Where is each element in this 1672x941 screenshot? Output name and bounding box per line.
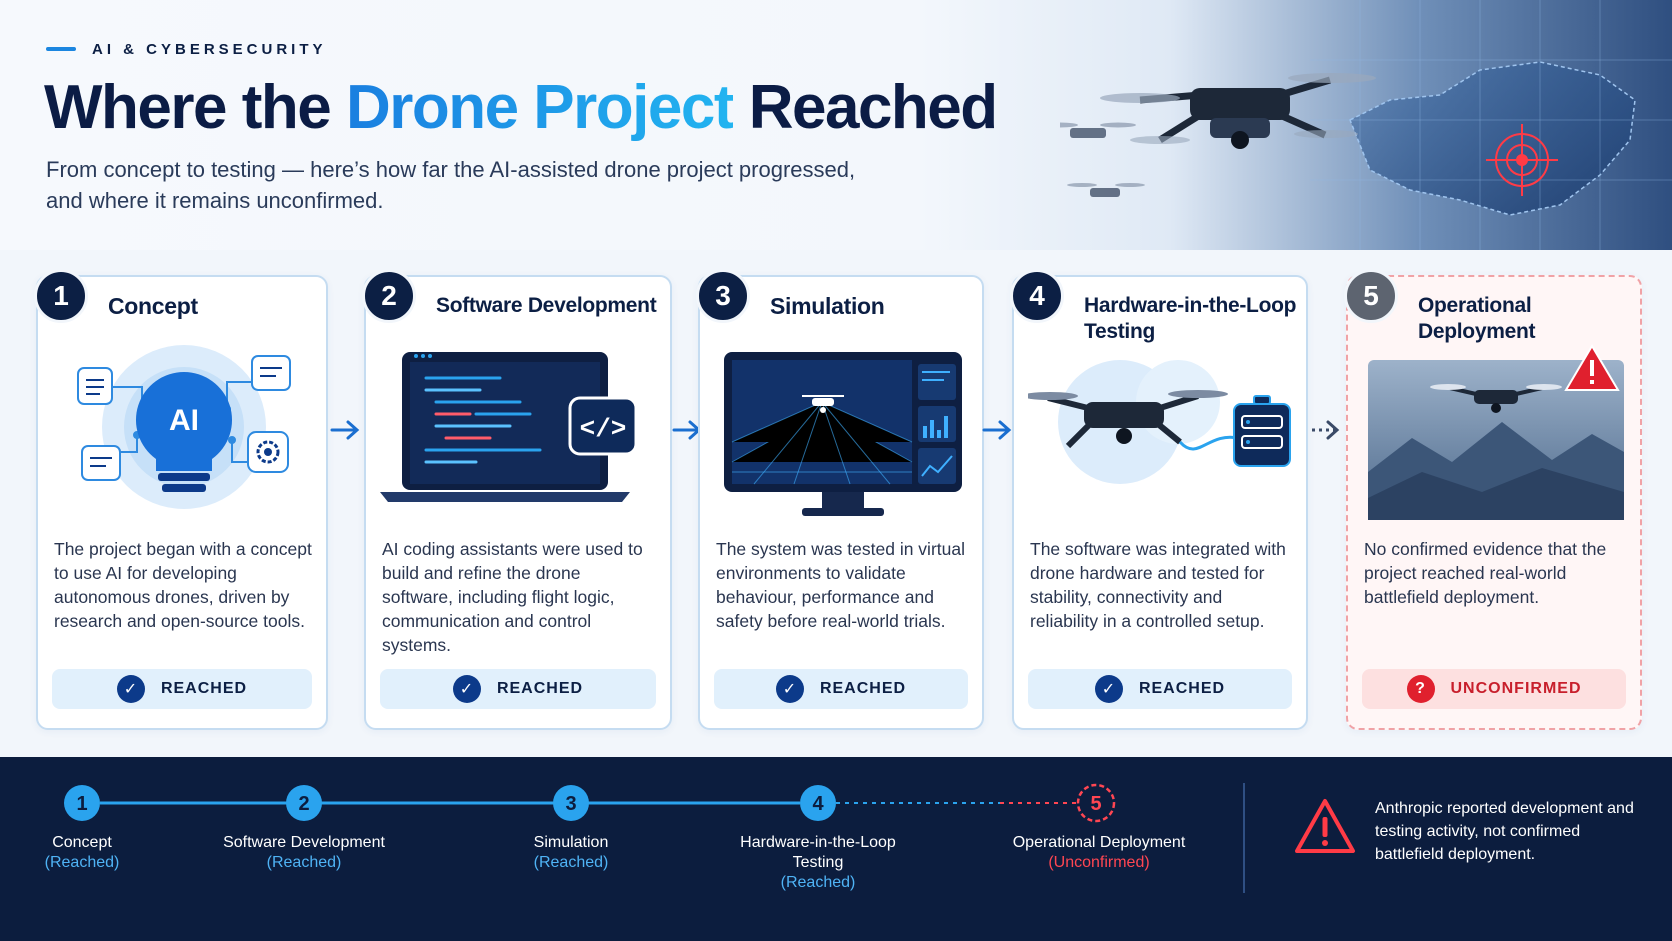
- status-label: REACHED: [160, 680, 248, 697]
- timeline-label-concept: Concept (Reached): [44, 834, 120, 871]
- stage-title: Simulation: [770, 293, 885, 319]
- timeline-node: 2: [286, 785, 322, 821]
- arrow-right-icon: [330, 420, 360, 440]
- timeline-node: 1: [64, 785, 100, 821]
- laptop-code-illustration: </>: [380, 352, 638, 502]
- timeline-node: 4: [800, 785, 836, 821]
- timeline-label-operational-deployment: Operational Deployment (Unconfirmed): [1012, 834, 1186, 871]
- status-badge: ? UNCONFIRMED: [1362, 669, 1626, 709]
- page-title: Where the Drone Project Reached: [44, 72, 998, 143]
- status-label: UNCONFIRMED: [1450, 680, 1582, 697]
- title-pre: Where the: [44, 73, 346, 142]
- eyebrow-bar: [46, 47, 76, 51]
- stage-number-badge: 3: [696, 269, 750, 323]
- small-drone-icon: [1067, 183, 1145, 197]
- arrow-right-icon: [982, 420, 1012, 440]
- eyebrow-text: AI & CYBERSECURITY: [92, 40, 327, 58]
- stage-title: Concept: [108, 293, 198, 319]
- drone-icon: [1028, 390, 1228, 449]
- status-label: REACHED: [1138, 680, 1226, 697]
- stage-title: Hardware-in-the-Loop Testing: [1084, 294, 1297, 343]
- timeline-label-simulation: Simulation (Reached): [533, 834, 609, 871]
- deployment-landscape-illustration: [1368, 344, 1624, 520]
- chat-icon: [251, 355, 291, 391]
- band-divider: [1243, 783, 1245, 893]
- stage-number-badge: 2: [362, 269, 416, 323]
- warning-triangle-icon: [1564, 344, 1620, 391]
- stage-card-software-development: 2 Software Development </> AI coding ass…: [362, 269, 672, 730]
- ai-label: AI: [169, 404, 199, 437]
- status-badge: ✓ REACHED: [52, 669, 312, 709]
- stage-card-operational-deployment: 5 Operational Deployment No confirmed ev…: [1344, 269, 1642, 730]
- timeline-label-software-development: Software Development (Reached): [223, 834, 385, 871]
- svg-text:2: 2: [298, 793, 309, 815]
- drone-map-illustration: [1060, 0, 1672, 250]
- stage-title: Software Development: [436, 294, 657, 317]
- stage-description: The software was integrated with drone h…: [1030, 539, 1286, 631]
- server-icon: [1233, 395, 1291, 467]
- timeline-band: 1 2 3 4 5 Concept (Reached) Software Dev…: [0, 757, 1672, 941]
- ai-lightbulb-illustration: AI: [77, 345, 291, 509]
- drone-hardware-illustration: [1028, 360, 1291, 484]
- code-icon: </>: [580, 414, 627, 444]
- svg-text:5: 5: [1090, 793, 1101, 815]
- check-circle-icon: ✓: [452, 675, 481, 703]
- timeline-label-hardware-in-the-loop: Hardware-in-the-Loop Testing (Reached): [740, 834, 896, 891]
- timeline-track: 1 2 3 4 5: [64, 783, 1116, 823]
- page-subtitle: From concept to testing — here’s how far…: [46, 154, 946, 216]
- stage-card-hardware-in-the-loop: 4 Hardware-in-the-Loop Testing The softw…: [1010, 269, 1308, 730]
- subtitle-line-1: From concept to testing — here’s how far…: [46, 157, 856, 182]
- stage-description: The project began with a concept to use …: [54, 539, 312, 631]
- stage-number-badge: 4: [1010, 269, 1064, 323]
- stage-card-simulation: 3 Simulation The system was tested in vi…: [696, 269, 984, 730]
- stage-title: Operational Deployment: [1418, 294, 1536, 343]
- stage-description: The system was tested in virtual environ…: [716, 539, 965, 631]
- warning-triangle-icon: [1295, 799, 1355, 853]
- check-circle-icon: ✓: [116, 675, 145, 703]
- subtitle-line-2: and where it remains unconfirmed.: [46, 188, 384, 213]
- stage-card-concept: 1 Concept AI The project began with a co…: [34, 269, 328, 730]
- disclaimer-note: Anthropic reported development and testi…: [1375, 800, 1634, 863]
- drone-icon: [1100, 73, 1376, 149]
- eyebrow: AI & CYBERSECURITY: [46, 40, 327, 58]
- status-badge: ✓ REACHED: [380, 669, 656, 709]
- drone-icon: [802, 395, 844, 413]
- status-badge: ✓ REACHED: [714, 669, 968, 709]
- dotted-arrow-right-icon: [1312, 420, 1340, 440]
- simulation-monitor-illustration: [724, 352, 962, 516]
- svg-text:1: 1: [76, 793, 87, 815]
- small-drone-icon: [1060, 122, 1136, 138]
- timeline-node: 5: [1076, 783, 1116, 823]
- status-label: REACHED: [819, 680, 907, 697]
- title-post: Reached: [732, 73, 998, 142]
- stage-number-badge: 1: [34, 269, 88, 323]
- timeline-node: 3: [553, 785, 589, 821]
- stage-description: AI coding assistants were used to build …: [382, 539, 643, 655]
- svg-text:3: 3: [565, 793, 576, 815]
- check-circle-icon: ✓: [775, 675, 804, 703]
- status-label: REACHED: [496, 680, 584, 697]
- svg-text:4: 4: [812, 793, 824, 815]
- check-circle-icon: ✓: [1094, 675, 1123, 703]
- gear-icon: [247, 431, 289, 473]
- question-circle-icon: ?: [1406, 675, 1435, 703]
- drone-icon: [1430, 384, 1562, 413]
- stage-number-badge: 5: [1344, 269, 1398, 323]
- document-icon: [77, 367, 113, 405]
- stage-description: No confirmed evidence that the project r…: [1364, 539, 1607, 607]
- message-icon: [81, 445, 121, 481]
- title-accent: Drone Project: [345, 73, 735, 142]
- target-icon: [1486, 124, 1558, 196]
- status-badge: ✓ REACHED: [1028, 669, 1292, 709]
